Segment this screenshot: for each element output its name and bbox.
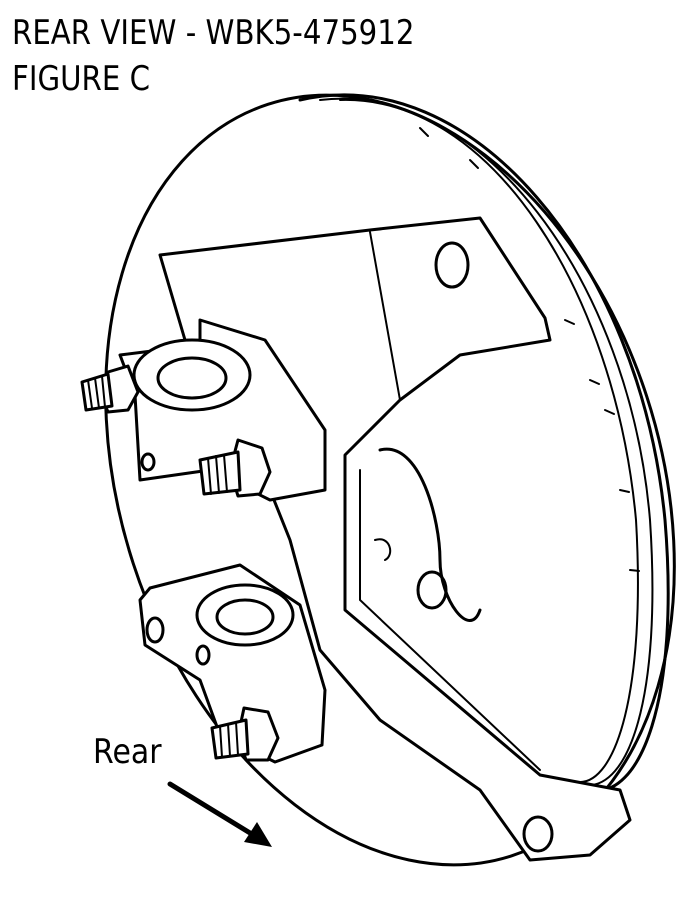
- upper-bore: [132, 338, 252, 412]
- bracket-hole-upper: [434, 241, 470, 289]
- rotor-disc: [104, 93, 676, 867]
- upper-right-bolt: [198, 438, 272, 498]
- upper-caliper-mount: [80, 318, 327, 502]
- figure-heading: REAR VIEW - WBK5-475912 FIGURE C: [12, 10, 480, 102]
- figure-title: REAR VIEW - WBK5-475912: [12, 13, 415, 53]
- hub-opening: [374, 447, 482, 622]
- lower-caliper-mount: [138, 563, 327, 764]
- rear-direction-arrow: [167, 781, 272, 847]
- lower-bolt: [210, 706, 280, 762]
- figure-subtitle: FIGURE C: [12, 59, 151, 99]
- lower-bore: [195, 583, 295, 647]
- bracket-hole-lower: [522, 815, 554, 853]
- rear-callout-label: Rear: [93, 732, 162, 772]
- upper-left-bolt: [80, 364, 140, 414]
- rotor-edge-ticks: [419, 127, 640, 572]
- mounting-bracket: [158, 216, 632, 862]
